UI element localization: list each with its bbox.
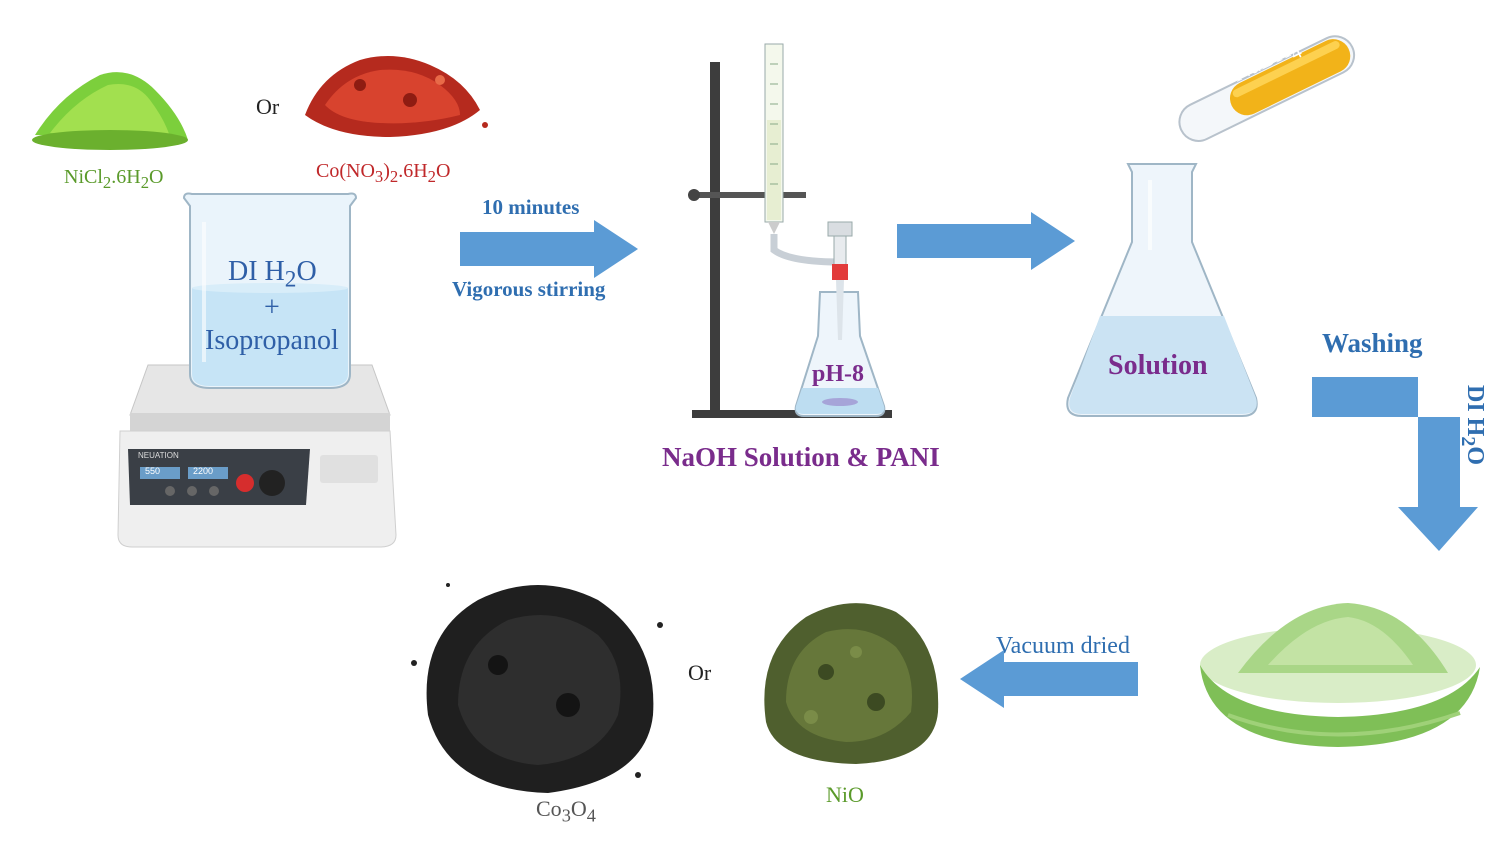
arrow-bottom-label: Vacuum dried [996, 633, 1130, 659]
cobalt-nitrate-label: Co(NO3)2.6H2O [316, 160, 451, 186]
hotplate-readout-2: 2200 [193, 466, 214, 476]
nio-powder [764, 603, 939, 764]
nickel-chloride-powder [32, 72, 188, 150]
arrow-right-2 [897, 212, 1075, 270]
flask-ph-label: pH-8 [812, 361, 865, 387]
titration-apparatus [688, 43, 892, 418]
arrow1-top-label: 10 minutes [482, 195, 580, 219]
nio-label: NiO [826, 782, 864, 807]
titration-caption: NaOH Solution & PANI [662, 442, 940, 472]
green-powder-dish [1200, 603, 1480, 747]
flask-solution-label: Solution [1108, 350, 1208, 381]
cobalt-nitrate-crystals [305, 56, 488, 137]
arrow-left-bottom [960, 650, 1138, 708]
hotplate-brand: NEUATION [138, 451, 179, 460]
beaker-line-3: Isopropanol [205, 325, 339, 356]
arrow1-bottom-label: Vigorous stirring [452, 277, 606, 301]
erlenmeyer-flask [1066, 163, 1258, 417]
or-bottom: Or [688, 660, 712, 685]
arrow-corner-down [1312, 375, 1478, 551]
beaker-plus: + [264, 292, 280, 323]
co3o4-label: Co3O4 [536, 796, 596, 826]
nabh4-test-tube [1178, 35, 1356, 142]
beaker [182, 192, 358, 389]
hotplate-readout-1: 550 [145, 466, 161, 476]
nickel-chloride-label: NiCl2.6H2O [64, 166, 164, 192]
beaker-line-1: DI H2O [228, 256, 317, 293]
arrow-right-1 [460, 220, 638, 278]
co3o4-powder [411, 583, 663, 793]
di-water-side-label: DI H2O [1457, 385, 1488, 466]
or-top: Or [256, 94, 280, 119]
hotplate-stirrer [117, 364, 397, 548]
washing-label: Washing [1322, 328, 1423, 358]
